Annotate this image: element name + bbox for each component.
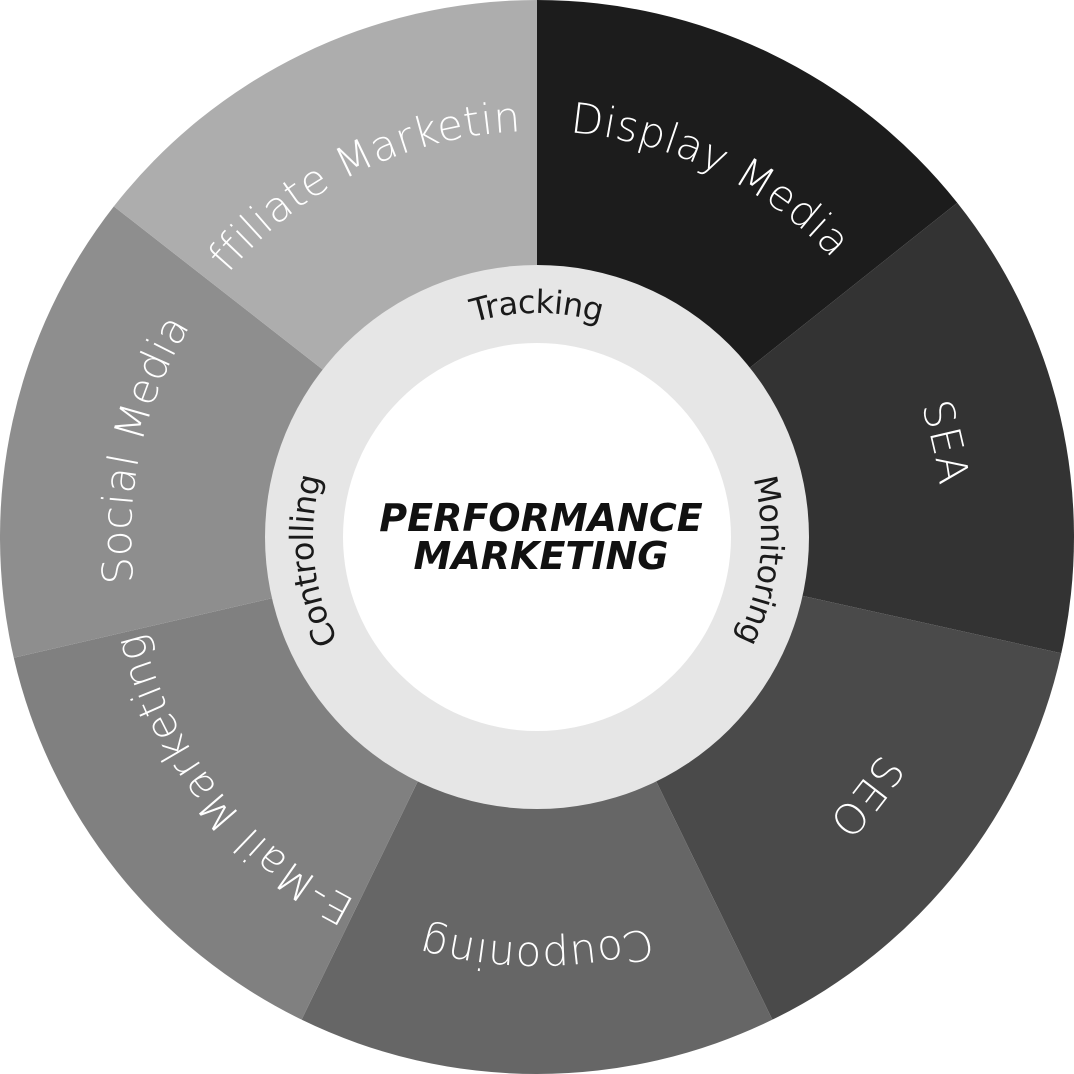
center-title-line2: MARKETING (414, 534, 669, 578)
center-title-line1: PERFORMANCE (379, 496, 703, 540)
center-disc (343, 343, 731, 731)
